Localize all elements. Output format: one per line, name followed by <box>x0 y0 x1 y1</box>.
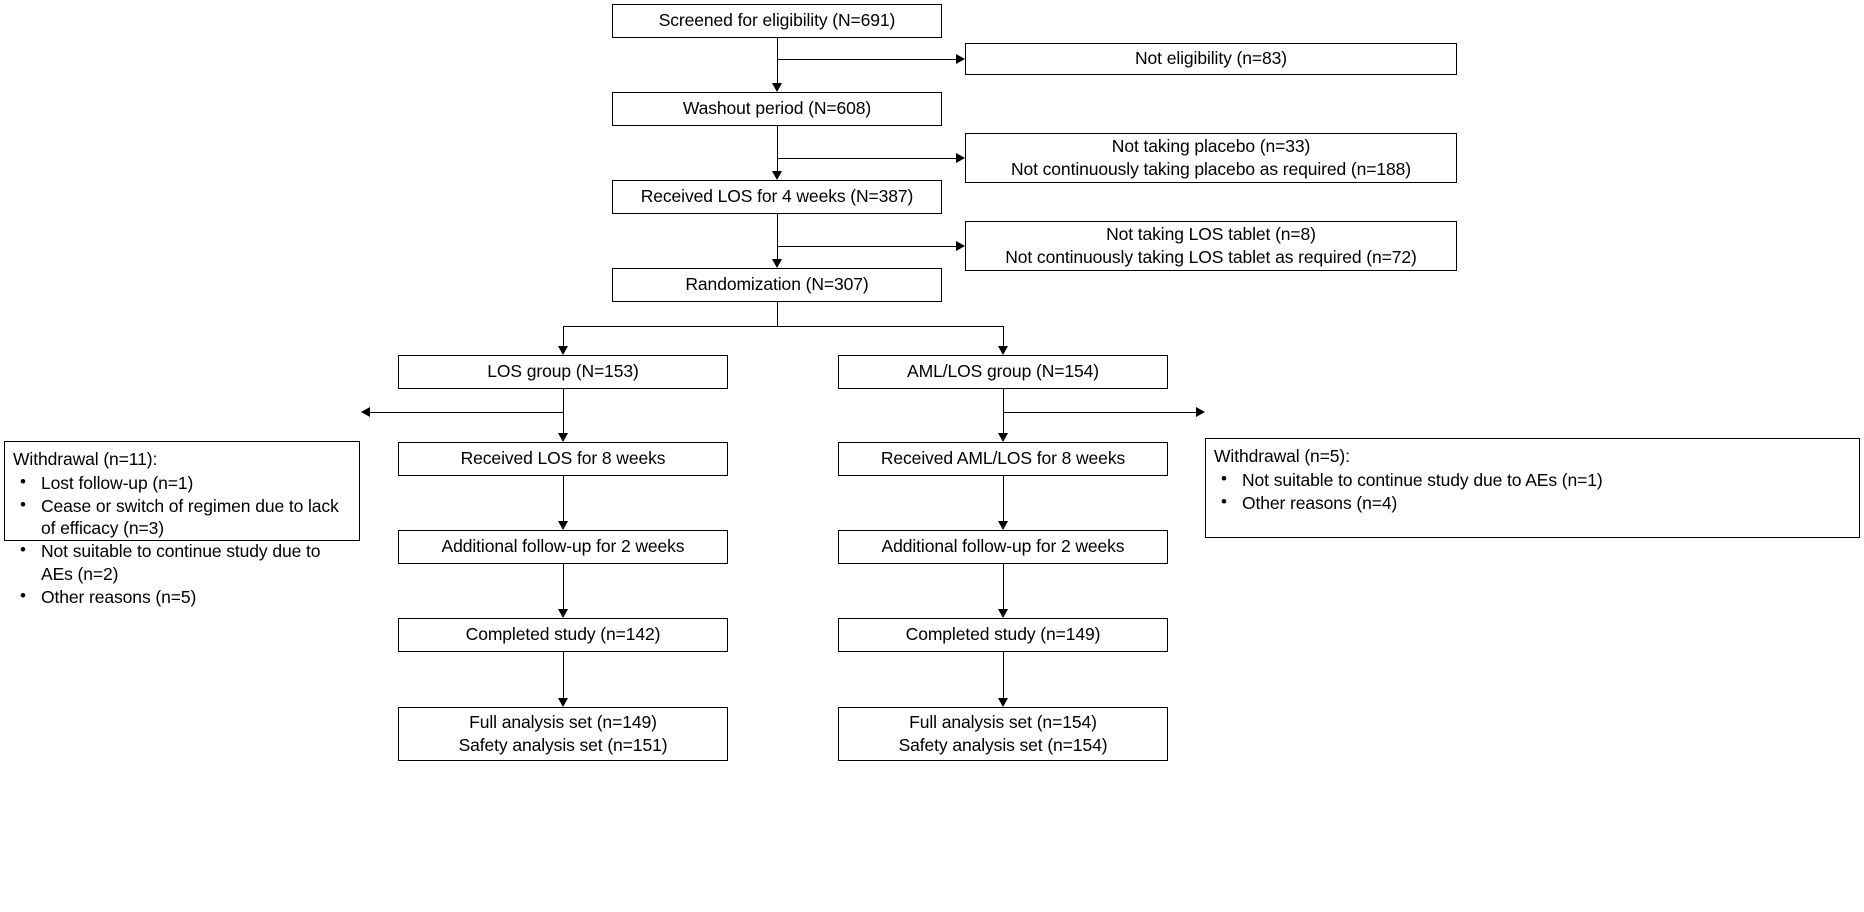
connector-amllos-received8-to-followup <box>1003 476 1004 521</box>
node-withdrawal-right: Withdrawal (n=5): Not suitable to contin… <box>1205 438 1860 538</box>
node-received-los-4-weeks: Received LOS for 4 weeks (N=387) <box>612 180 942 214</box>
node-text-line-1: Full analysis set (n=149) <box>469 711 657 732</box>
node-los-group: LOS group (N=153) <box>398 355 728 389</box>
arrow-down-icon <box>558 521 568 530</box>
list-item: Not suitable to continue study due to AE… <box>1214 468 1851 492</box>
node-los-completed-study: Completed study (n=142) <box>398 618 728 652</box>
arrow-right-icon <box>956 54 965 64</box>
arrow-right-icon <box>956 241 965 251</box>
node-text: Additional follow-up for 2 weeks <box>441 536 685 557</box>
arrow-down-icon <box>998 609 1008 618</box>
node-text: Received AML/LOS for 8 weeks <box>880 448 1126 469</box>
list-item: Lost follow-up (n=1) <box>13 471 351 495</box>
arrow-left-icon <box>361 407 370 417</box>
node-text: Additional follow-up for 2 weeks <box>881 536 1125 557</box>
connector-randomization-to-los-group <box>563 326 564 346</box>
arrow-down-icon <box>772 259 782 268</box>
node-amllos-completed-study: Completed study (n=149) <box>838 618 1168 652</box>
node-text: Randomization (N=307) <box>685 274 869 295</box>
node-text: AML/LOS group (N=154) <box>907 361 1099 382</box>
connector-los-group-to-received8 <box>563 389 564 433</box>
node-text-line-1: Not taking LOS tablet (n=8) <box>1106 223 1316 244</box>
node-text-line-1: Full analysis set (n=154) <box>909 711 1097 732</box>
arrow-down-icon <box>998 521 1008 530</box>
node-text: Not eligibility (n=83) <box>1135 48 1287 69</box>
list-item: Cease or switch of regimen due to lack o… <box>13 494 351 541</box>
connector-los-followup-to-completed <box>563 564 564 609</box>
connector-amllos-to-withdrawal-right <box>1003 412 1196 413</box>
withdrawal-right-header: Withdrawal (n=5): <box>1214 446 1350 466</box>
arrow-down-icon <box>998 698 1008 707</box>
connector-received-los4-to-randomization <box>777 214 778 259</box>
arrow-down-icon <box>558 433 568 442</box>
node-withdrawal-left: Withdrawal (n=11): Lost follow-up (n=1) … <box>4 441 360 607</box>
connector-los-received8-to-followup <box>563 476 564 521</box>
node-text: LOS group (N=153) <box>487 361 639 382</box>
node-los-analysis-sets: Full analysis set (n=149) Safety analysi… <box>398 707 728 761</box>
arrow-down-icon <box>558 609 568 618</box>
node-amllos-additional-followup: Additional follow-up for 2 weeks <box>838 530 1168 564</box>
node-text-line-2: Not continuously taking LOS tablet as re… <box>1005 247 1417 267</box>
connector-received-los4-to-not-los-tablet <box>777 246 956 247</box>
arrow-down-icon <box>772 83 782 92</box>
connector-washout-to-received-los4 <box>777 126 778 171</box>
node-washout-period: Washout period (N=608) <box>612 92 942 126</box>
node-text: Completed study (n=149) <box>905 624 1101 645</box>
connector-randomization-stem <box>777 302 778 326</box>
node-text: Completed study (n=142) <box>465 624 661 645</box>
connector-screened-to-not-eligibility <box>777 59 956 60</box>
node-amllos-received-8-weeks: Received AML/LOS for 8 weeks <box>838 442 1168 476</box>
arrow-down-icon <box>998 433 1008 442</box>
node-los-additional-followup: Additional follow-up for 2 weeks <box>398 530 728 564</box>
node-exclusion-not-eligibility: Not eligibility (n=83) <box>965 43 1457 75</box>
list-item: Other reasons (n=4) <box>1214 491 1851 515</box>
arrow-right-icon <box>1196 407 1205 417</box>
arrow-down-icon <box>558 346 568 355</box>
node-exclusion-not-taking-placebo: Not taking placebo (n=33) Not continuous… <box>965 133 1457 183</box>
node-randomization: Randomization (N=307) <box>612 268 942 302</box>
connector-washout-to-not-placebo <box>777 158 956 159</box>
connector-amllos-group-to-received8 <box>1003 389 1004 433</box>
withdrawal-left-list: Lost follow-up (n=1) Cease or switch of … <box>13 471 351 609</box>
arrow-down-icon <box>558 698 568 707</box>
arrow-down-icon <box>772 171 782 180</box>
connector-los-completed-to-analysis <box>563 652 564 698</box>
arrow-right-icon <box>956 153 965 163</box>
node-text-line-2: Not continuously taking placebo as requi… <box>1010 159 1412 179</box>
withdrawal-right-list: Not suitable to continue study due to AE… <box>1214 468 1851 515</box>
arrow-down-icon <box>998 346 1008 355</box>
node-text: Received LOS for 8 weeks <box>460 448 666 469</box>
list-item: Not suitable to continue study due to AE… <box>13 539 351 586</box>
withdrawal-left-header: Withdrawal (n=11): <box>13 449 158 469</box>
connector-screened-to-washout <box>777 38 778 83</box>
connector-los-to-withdrawal-left <box>370 412 563 413</box>
node-los-received-8-weeks: Received LOS for 8 weeks <box>398 442 728 476</box>
node-amllos-group: AML/LOS group (N=154) <box>838 355 1168 389</box>
list-item: Other reasons (n=5) <box>13 585 351 609</box>
node-text-line-2: Safety analysis set (n=151) <box>458 735 668 755</box>
node-text: Screened for eligibility (N=691) <box>658 10 896 31</box>
node-text: Washout period (N=608) <box>682 98 872 119</box>
node-exclusion-not-taking-los-tablet: Not taking LOS tablet (n=8) Not continuo… <box>965 221 1457 271</box>
node-text: Received LOS for 4 weeks (N=387) <box>640 186 914 207</box>
node-text-line-1: Not taking placebo (n=33) <box>1111 135 1311 156</box>
node-text-line-2: Safety analysis set (n=154) <box>898 735 1108 755</box>
connector-randomization-to-amllos-group <box>1003 326 1004 346</box>
connector-amllos-followup-to-completed <box>1003 564 1004 609</box>
node-amllos-analysis-sets: Full analysis set (n=154) Safety analysi… <box>838 707 1168 761</box>
connector-randomization-split <box>563 326 1003 327</box>
connector-amllos-completed-to-analysis <box>1003 652 1004 698</box>
node-screened-for-eligibility: Screened for eligibility (N=691) <box>612 4 942 38</box>
